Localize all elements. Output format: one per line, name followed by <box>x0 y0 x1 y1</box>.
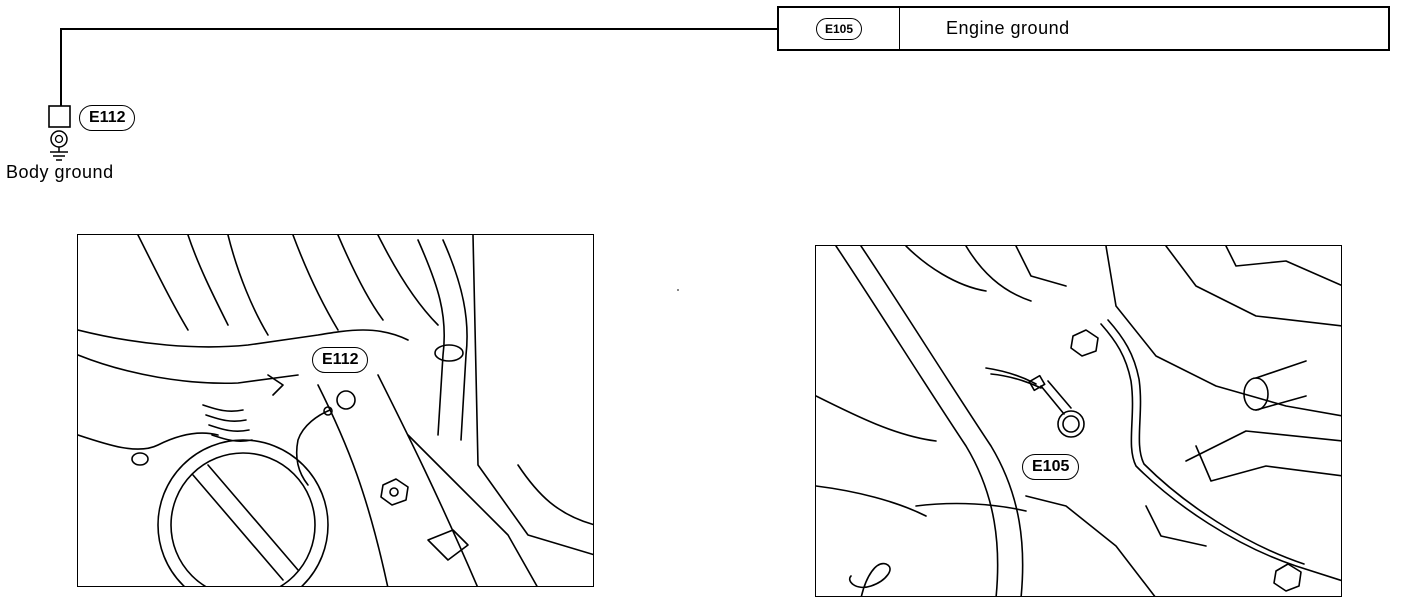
body-ground-line-art <box>78 235 593 586</box>
legend-code-cell: E105 <box>779 8 900 49</box>
photo-left-callout: E112 <box>312 347 369 373</box>
body-ground-code: E112 <box>79 105 136 131</box>
ground-wire <box>60 28 777 106</box>
engine-ground-illustration: E105 <box>815 245 1342 597</box>
photo-right-callout-pill: E105 <box>1022 454 1080 480</box>
body-ground-code-pill: E112 <box>79 105 136 131</box>
ground-symbol-icon <box>50 130 68 161</box>
legend-label: Engine ground <box>946 18 1070 38</box>
legend-code-pill: E105 <box>815 17 863 40</box>
photo-right-callout: E105 <box>1022 454 1080 480</box>
body-ground-illustration: E112 <box>77 234 594 587</box>
photo-left-callout-pill: E112 <box>312 347 369 373</box>
engine-ground-line-art <box>816 246 1341 596</box>
connector-square <box>48 105 71 128</box>
body-ground-label: Body ground <box>6 162 114 182</box>
stray-mark <box>677 289 679 291</box>
legend-table: E105 Engine ground <box>777 6 1390 51</box>
